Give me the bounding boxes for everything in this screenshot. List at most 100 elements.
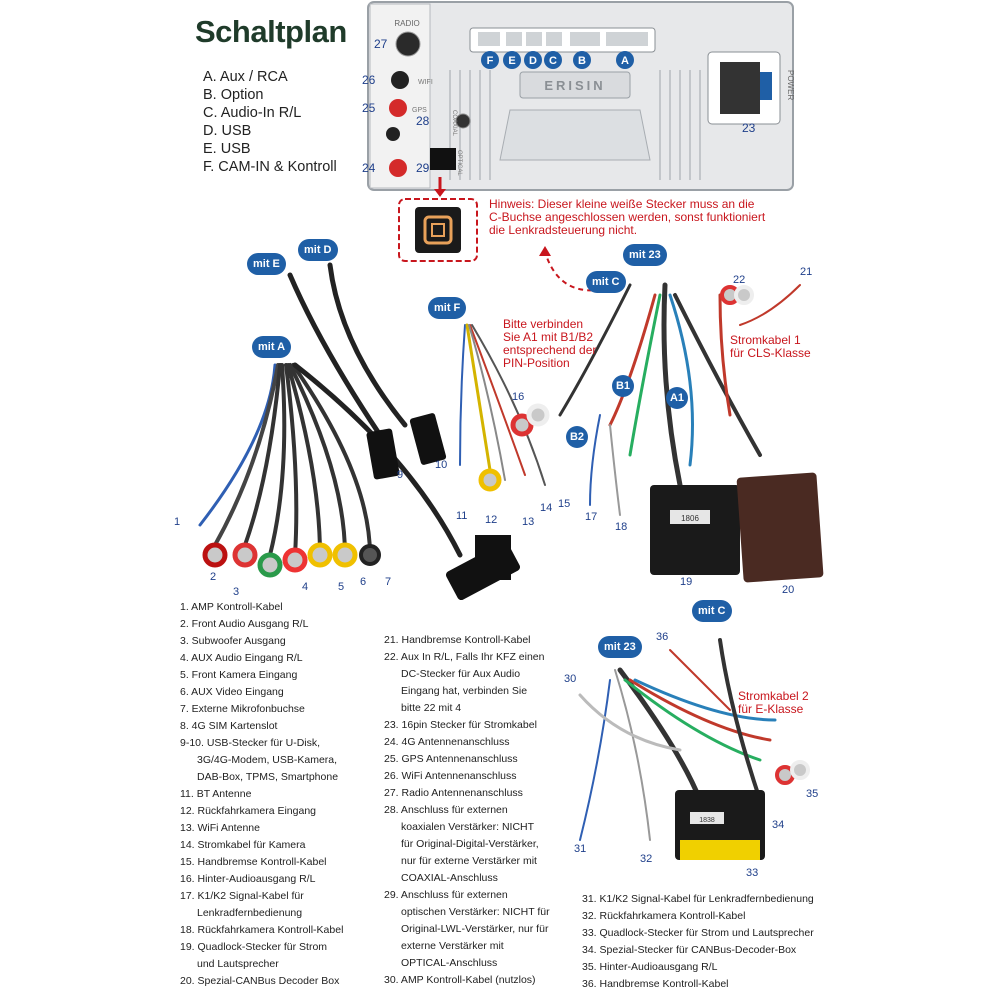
usb-plug <box>409 413 447 465</box>
list-item: 24. 4G Antennenanschluss <box>384 736 510 748</box>
port-number: 26 <box>362 73 376 87</box>
harness-number: 17 <box>585 511 597 523</box>
coaxial-label: COAXIAL <box>451 110 457 137</box>
hinweis-line: Hinweis: Dieser kleine weiße Stecker mus… <box>489 197 755 211</box>
quadlock-label: 1838 <box>699 817 715 824</box>
badge-mit-23-lower: mit 23 <box>598 636 642 658</box>
legend-item: D. USB <box>203 123 252 139</box>
wifi-label: WIFI <box>418 79 433 86</box>
badge-mit-23: mit 23 <box>623 244 667 266</box>
red-arrow-icon <box>434 189 446 197</box>
port-number: 29 <box>416 161 430 175</box>
list-item: 23. 16pin Stecker für Stromkabel <box>384 719 537 731</box>
hinweis-line: die Lenkradsteuerung nicht. <box>489 223 638 237</box>
gps-label: GPS <box>412 107 427 114</box>
list-item: COAXIAL-Anschluss <box>401 872 498 884</box>
strom2-line: für E-Klasse <box>738 702 804 716</box>
badge-a1: A1 <box>666 387 688 409</box>
list-item: 9-10. USB-Stecker für U-Disk, <box>180 737 321 749</box>
list-item: externe Verstärker mit <box>401 940 504 952</box>
list-item: 13. WiFi Antenne <box>180 822 260 834</box>
list-item: 3G/4G-Modem, USB-Kamera, <box>197 754 338 766</box>
bitte-note: Bitte verbinden Sie A1 mit B1/B2 entspre… <box>503 318 596 370</box>
bitte-line: Sie A1 mit B1/B2 <box>503 330 594 344</box>
badge-mit-f: mit F <box>428 297 467 319</box>
port-number: 27 <box>374 37 388 51</box>
harness-number: 3 <box>233 586 239 598</box>
connector-pins <box>478 32 648 46</box>
legend-item: B. Option <box>203 87 264 103</box>
harness-number: 22 <box>733 274 745 286</box>
harness-number: 33 <box>746 867 758 879</box>
bitte-line: entsprechend der <box>503 343 597 357</box>
list-item: DC-Stecker für Aux Audio <box>401 668 521 680</box>
badge-mit-c-lower: mit C <box>692 600 732 622</box>
list-item: 20. Spezial-CANBus Decoder Box <box>180 975 340 987</box>
center-emblem <box>499 109 651 161</box>
legend-item: F. CAM-IN & Kontroll <box>203 159 337 175</box>
strom2-line: Stromkabel 2 <box>738 689 809 703</box>
harness-number: 36 <box>656 631 668 643</box>
list-item: 4. AUX Audio Eingang R/L <box>180 652 303 664</box>
quadlock-tape <box>680 840 760 860</box>
brand-plate <box>519 71 631 99</box>
harness-number: 7 <box>385 576 391 588</box>
connector-letter: D <box>529 55 537 67</box>
legend-item: C. Audio-In R/L <box>203 105 302 121</box>
list-item: und Lautsprecher <box>197 958 279 970</box>
list-item: 1. AMP Kontroll-Kabel <box>180 601 283 613</box>
harness-number: 4 <box>302 581 308 593</box>
list-item: 18. Rückfahrkamera Kontroll-Kabel <box>180 924 344 936</box>
usb-plug <box>366 428 400 480</box>
harness-number: 30 <box>564 673 576 685</box>
arrow-up-icon <box>539 246 551 256</box>
badge-mit-c: mit C <box>586 271 626 293</box>
radio-label: RADIO <box>394 19 419 28</box>
page-title: Schaltplan <box>195 14 347 49</box>
port-number: 24 <box>362 161 376 175</box>
badge-b2: B2 <box>566 426 588 448</box>
list-item: 32. Rückfahrkamera Kontroll-Kabel <box>582 910 746 922</box>
harness-number: 6 <box>360 576 366 588</box>
list-item: 11. BT Antenne <box>180 788 252 800</box>
harness-number: 19 <box>680 576 692 588</box>
list-item: 14. Stromkabel für Kamera <box>180 839 306 851</box>
harness-number: 14 <box>540 502 552 514</box>
head-unit-diagram: ERISIN POWER RADIO WIFI GPS COAXIAL OPTI… <box>362 1 795 191</box>
small-plug-callout <box>398 177 478 262</box>
list-item: 26. WiFi Antennenanschluss <box>384 770 517 782</box>
power-label: POWER <box>786 70 795 100</box>
connector-legend: A. Aux / RCA B. Option C. Audio-In R/L D… <box>203 68 337 176</box>
hinweis-note: Hinweis: Dieser kleine weiße Stecker mus… <box>489 198 765 237</box>
list-item: 7. Externe Mikrofonbuchse <box>180 703 305 715</box>
harness-number: 2 <box>210 571 216 583</box>
list-item: 30. AMP Kontroll-Kabel (nutzlos) <box>384 974 536 986</box>
port-number: 28 <box>416 114 430 128</box>
power-connector-tab <box>760 72 772 100</box>
list-item: für Original-Digital-Verstärker, <box>401 838 539 850</box>
list-item: 34. Spezial-Stecker für CANBus-Decoder-B… <box>582 944 797 956</box>
list-item: 17. K1/K2 Signal-Kabel für <box>180 890 304 902</box>
list-item: 3. Subwoofer Ausgang <box>180 635 286 647</box>
list-item: 6. AUX Video Eingang <box>180 686 284 698</box>
list-item: 36. Handbremse Kontroll-Kabel <box>582 978 729 990</box>
badge-mit-e: mit E <box>247 253 286 275</box>
hinweis-line: C-Buchse angeschlossen werden, sonst fun… <box>489 210 766 224</box>
harness-number: 13 <box>522 516 534 528</box>
harness-number: 10 <box>435 459 447 471</box>
quadlock-connector <box>650 485 740 575</box>
harness-number: 5 <box>338 581 344 593</box>
port-number: 23 <box>742 121 756 135</box>
harness-number-labels: 30 31 32 33 34 35 36 <box>564 631 818 879</box>
list-item: DAB-Box, TPMS, Smartphone <box>197 771 339 783</box>
gps-antenna-port <box>389 99 407 117</box>
list-item: 12. Rückfahrkamera Eingang <box>180 805 316 817</box>
harness-number: 12 <box>485 514 497 526</box>
harness-number: 9 <box>397 469 403 481</box>
wifi-antenna-port <box>391 71 409 89</box>
sim-adapter <box>475 535 511 580</box>
port-number: 25 <box>362 101 376 115</box>
harness-number: 31 <box>574 843 586 855</box>
stromkabel-2-note: Stromkabel 2 für E-Klasse <box>738 690 809 716</box>
list-item: 22. Aux In R/L, Falls Ihr KFZ einen <box>384 651 545 663</box>
